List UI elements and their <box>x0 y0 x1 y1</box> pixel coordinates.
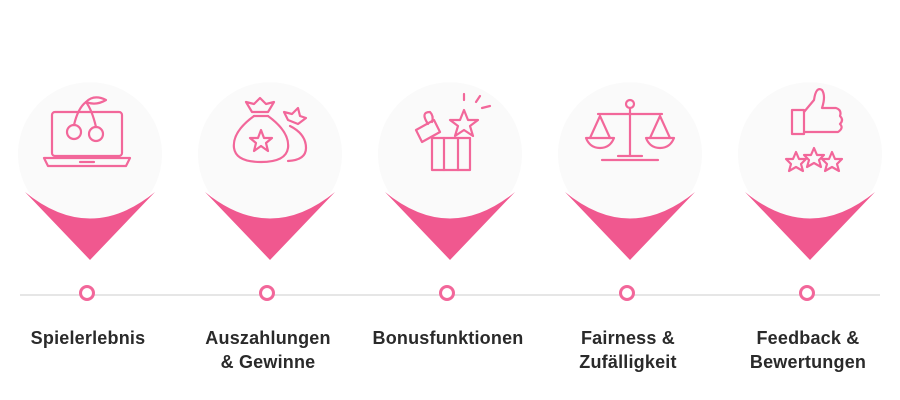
timeline-marker <box>79 285 95 301</box>
step-label: Auszahlungen & Gewinne <box>205 328 331 372</box>
step-label: Fairness & Zufälligkeit <box>579 328 677 372</box>
gift-box-star-icon <box>414 92 492 172</box>
thumbs-up-stars-icon <box>784 88 844 173</box>
pin-marker <box>18 82 163 260</box>
step-label: Spielerlebnis <box>30 328 146 348</box>
timeline-marker <box>259 285 275 301</box>
step-label: Feedback & Bewertungen <box>749 328 867 372</box>
laptop-cherry-icon <box>42 96 132 168</box>
money-bags-icon <box>232 96 308 164</box>
timeline-marker <box>619 285 635 301</box>
pin-marker <box>738 82 882 260</box>
step-bonusfunktionen: Bonusfunktionen <box>360 0 540 400</box>
timeline-marker <box>799 285 815 301</box>
step-feedback: Feedback & Bewertungen <box>720 0 900 400</box>
pin-marker <box>558 82 702 260</box>
pin-marker <box>198 82 342 260</box>
step-spielerlebnis: Spielerlebnis <box>0 0 180 400</box>
step-auszahlungen: Auszahlungen & Gewinne <box>180 0 360 400</box>
step-fairness: Fairness & Zufälligkeit <box>540 0 720 400</box>
pin-marker <box>378 82 522 260</box>
balance-scale-icon <box>584 98 676 162</box>
step-label: Bonusfunktionen <box>372 328 524 348</box>
timeline-marker <box>439 285 455 301</box>
